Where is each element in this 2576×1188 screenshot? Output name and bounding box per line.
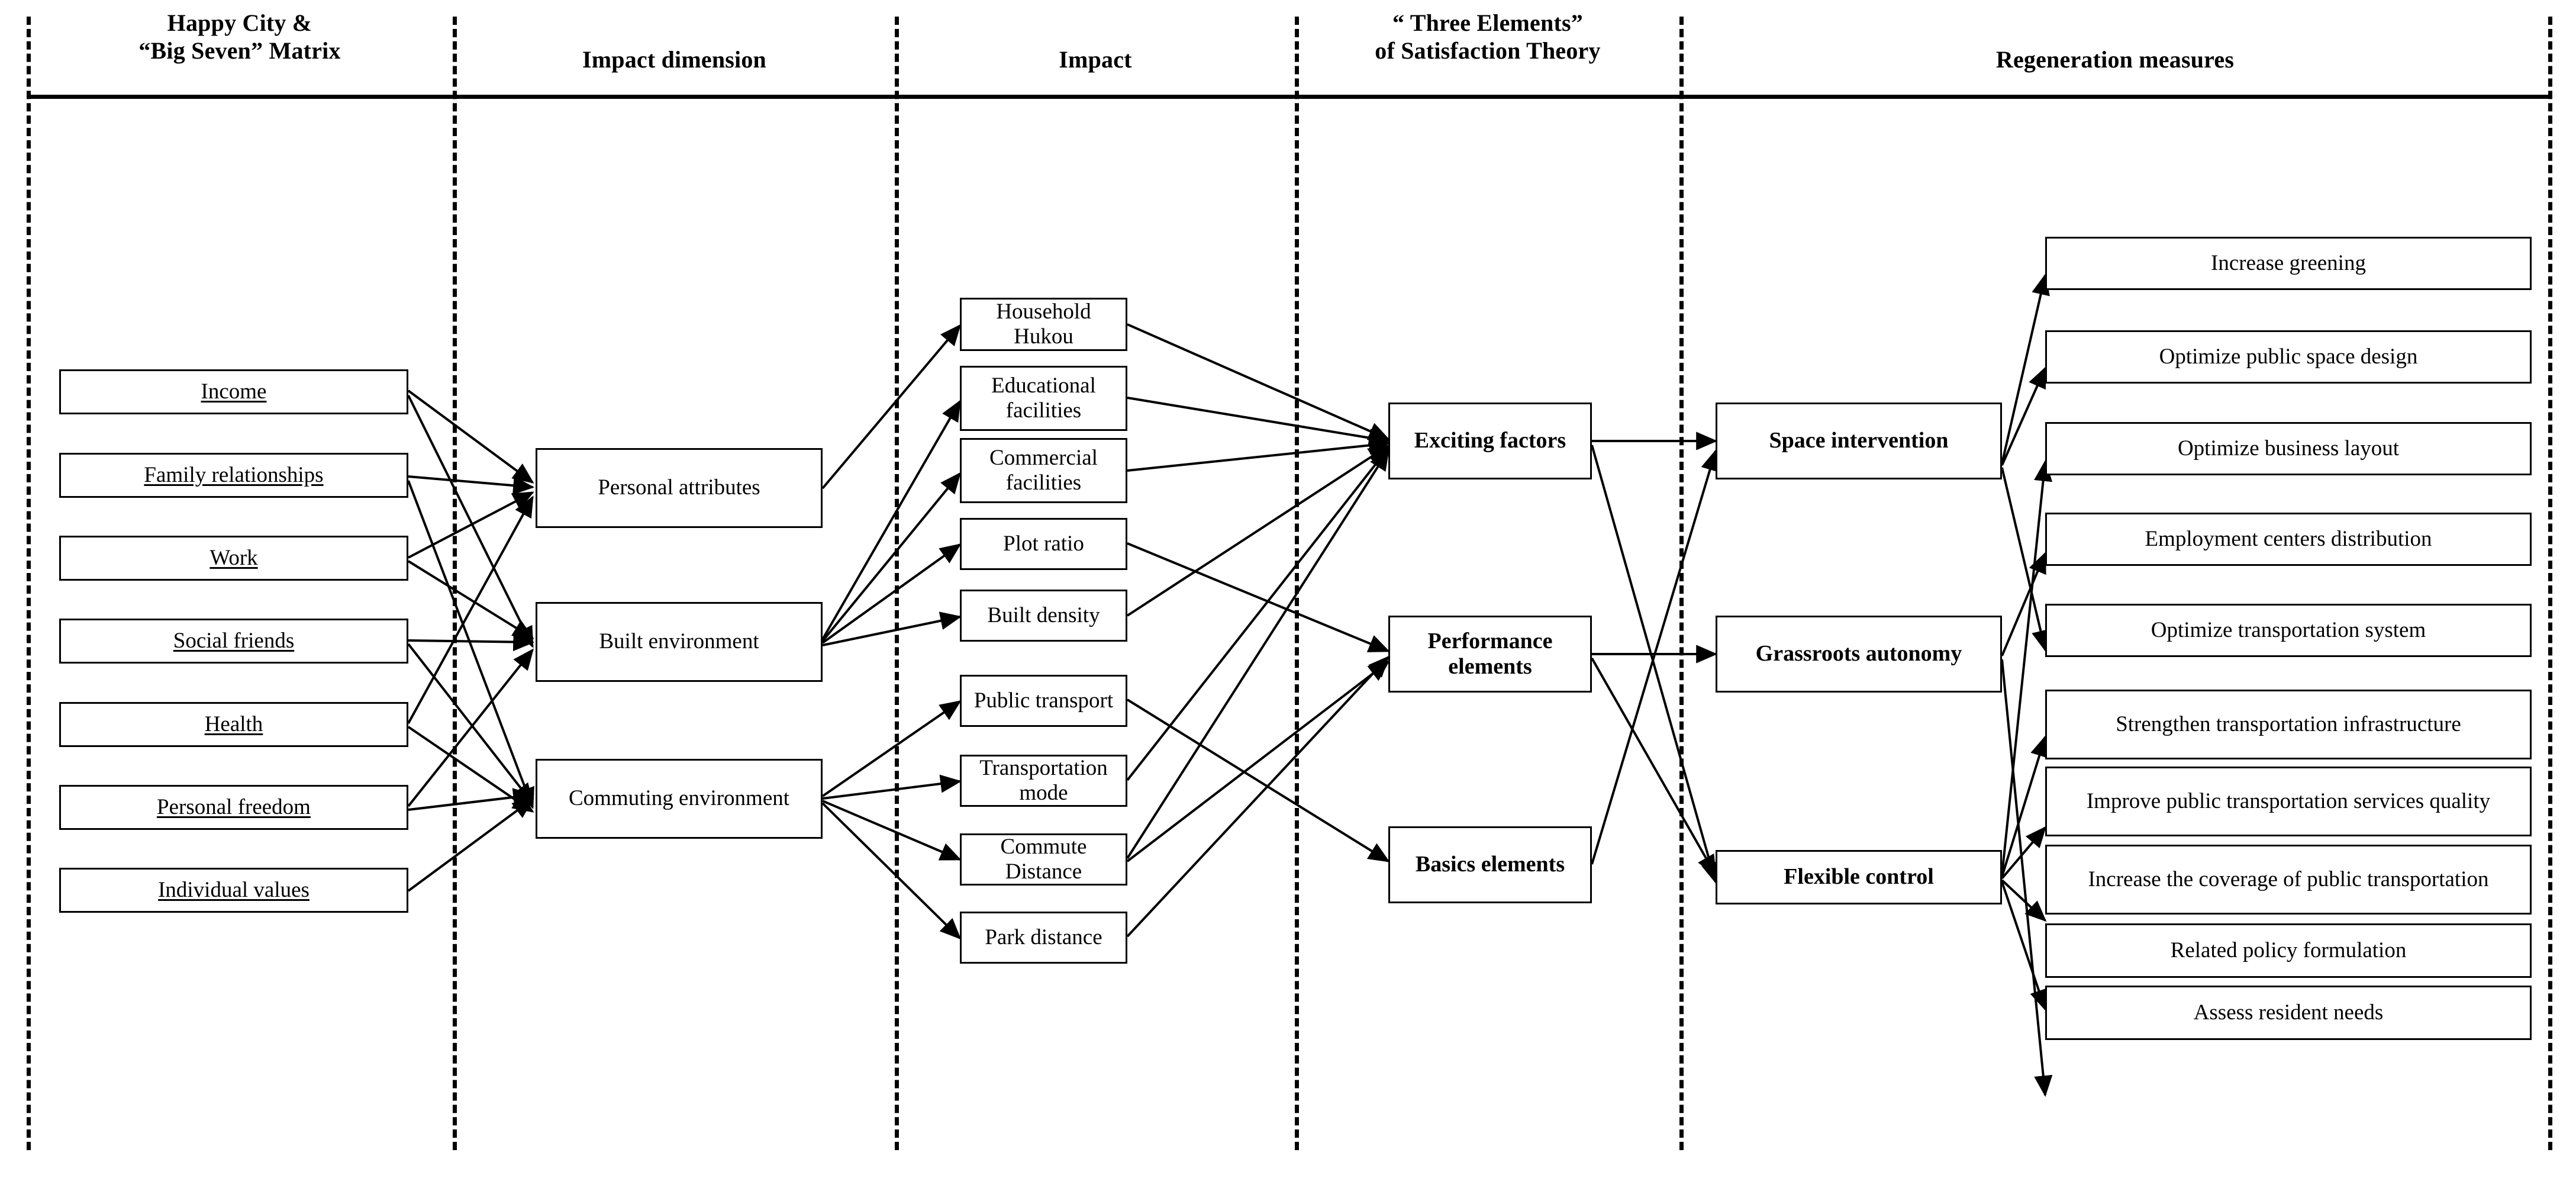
impact-commute-distance[interactable]: Commute Distance — [960, 833, 1127, 886]
link-flexible-businesslayout — [2001, 459, 2053, 875]
link-publictransport-basics — [1126, 698, 1390, 862]
link-plotratio-performance — [1127, 542, 1390, 652]
column-header-impact: Impact — [1059, 46, 1132, 73]
impact-educational-facilities[interactable]: Educational facilities — [960, 366, 1127, 431]
impact-public-transport[interactable]: Public transport — [960, 675, 1127, 727]
measure-related-policy-formulation[interactable]: Related policy formulation — [2045, 923, 2532, 978]
link-basics-space — [1591, 449, 1719, 865]
measure-employment-centers-distribution[interactable]: Employment centers distribution — [2045, 513, 2532, 566]
link-income-built — [407, 395, 534, 648]
column-divider-2 — [895, 17, 899, 1150]
three-element-performance-elements[interactable]: Performance elements — [1388, 616, 1592, 693]
big-seven-item-family-relationships[interactable]: Family relationships — [59, 453, 408, 498]
link-park-performance — [1126, 655, 1390, 938]
link-personal-hukou — [821, 324, 962, 490]
link-education-exciting — [1127, 397, 1391, 447]
impact-dimension-commuting-environment[interactable]: Commuting environment — [536, 759, 823, 839]
link-freedom-commuting — [408, 788, 535, 811]
column-header-matrix-line2: “Big Seven” Matrix — [138, 37, 341, 64]
measure-increase-greening[interactable]: Increase greening — [2045, 237, 2532, 290]
column-header-three-line1: “ Three Elements” — [1392, 9, 1583, 36]
measure-improve-public-transportation-services-quality[interactable]: Improve public transportation services q… — [2045, 767, 2532, 836]
link-commuting-distance — [822, 800, 962, 861]
big-seven-item-social-friends[interactable]: Social friends — [59, 619, 408, 664]
measure-optimize-public-space-design[interactable]: Optimize public space design — [2045, 330, 2532, 384]
column-header-dimension: Impact dimension — [582, 46, 766, 73]
measure-assess-resident-needs[interactable]: Assess resident needs — [2045, 986, 2532, 1040]
column-divider-0 — [27, 17, 31, 1150]
link-built-plotratio — [821, 543, 962, 644]
link-family-personal — [408, 475, 535, 495]
link-built-commercial — [821, 472, 962, 642]
three-element-exciting-factors[interactable]: Exciting factors — [1388, 403, 1592, 479]
link-commuting-mode — [822, 774, 962, 800]
column-header-matrix-line1: Happy City & — [167, 9, 312, 36]
link-mode-exciting — [1126, 446, 1389, 781]
impact-dimension-personal-attributes[interactable]: Personal attributes — [536, 448, 823, 528]
measure-strengthen-transportation-infrastructure[interactable]: Strengthen transportation infrastructure — [2045, 690, 2532, 759]
column-divider-1 — [453, 17, 457, 1150]
measure-optimize-business-layout[interactable]: Optimize business layout — [2045, 422, 2532, 475]
column-header-measures: Regeneration measures — [1995, 46, 2235, 73]
impact-household-hukou[interactable]: Household Hukou — [960, 298, 1127, 351]
link-space-greening — [2001, 273, 2050, 464]
link-freedom-built — [407, 648, 534, 807]
header-rule — [27, 95, 2551, 99]
link-health-personal — [407, 495, 534, 724]
link-commuting-publictransport — [821, 700, 962, 797]
link-flexible-improve — [2001, 826, 2047, 880]
link-income-personal — [407, 389, 534, 484]
link-flexible-policy — [2001, 881, 2048, 1012]
impact-dimension-built-environment[interactable]: Built environment — [536, 602, 823, 682]
link-built-density — [822, 611, 962, 646]
impact-plot-ratio[interactable]: Plot ratio — [960, 518, 1127, 570]
impact-commercial-facilities[interactable]: Commercial facilities — [960, 438, 1127, 503]
link-social-commuting — [407, 643, 534, 805]
column-header-three-elements: “ Three Elements” of Satisfaction Theory — [1298, 9, 1677, 65]
link-work-personal — [408, 491, 534, 559]
link-commute-exciting — [1126, 449, 1389, 859]
column-divider-4 — [1679, 17, 1684, 1150]
three-element-basics-elements[interactable]: Basics elements — [1388, 826, 1592, 903]
column-header-three-line2: of Satisfaction Theory — [1375, 37, 1601, 64]
link-space-publicspace — [2001, 366, 2046, 466]
link-commuting-park — [821, 802, 962, 940]
link-work-built — [407, 560, 534, 639]
intervention-space-intervention[interactable]: Space intervention — [1716, 403, 2002, 479]
big-seven-item-health[interactable]: Health — [59, 702, 408, 747]
column-header-matrix: Happy City & “Big Seven” Matrix — [33, 9, 447, 65]
link-family-commuting — [407, 480, 534, 809]
impact-park-distance[interactable]: Park distance — [960, 912, 1127, 964]
column-divider-3 — [1295, 17, 1299, 1150]
link-density-exciting — [1126, 445, 1390, 617]
intervention-flexible-control[interactable]: Flexible control — [1716, 850, 2002, 904]
link-individual-commuting — [407, 798, 534, 892]
big-seven-item-personal-freedom[interactable]: Personal freedom — [59, 785, 408, 830]
big-seven-item-individual-values[interactable]: Individual values — [59, 868, 408, 913]
link-commute-performance — [1126, 661, 1390, 862]
big-seven-item-work[interactable]: Work — [59, 536, 408, 581]
link-exciting-flexible — [1591, 445, 1720, 884]
link-grassroots-assess — [2001, 659, 2053, 1097]
link-built-education — [821, 400, 961, 640]
big-seven-item-income[interactable]: Income — [59, 369, 408, 414]
link-flexible-coverage — [2001, 879, 2047, 922]
link-grassroots-employment — [2001, 552, 2046, 656]
impact-transportation-mode[interactable]: Transportation mode — [960, 755, 1127, 807]
link-health-commuting — [407, 726, 534, 813]
measure-increase-coverage-public-transportation[interactable]: Increase the coverage of public transpor… — [2045, 845, 2532, 915]
link-flexible-strengthen — [2001, 735, 2049, 877]
impact-built-density[interactable]: Built density — [960, 590, 1127, 642]
measure-optimize-transportation-system[interactable]: Optimize transportation system — [2045, 604, 2532, 657]
column-divider-5 — [2548, 17, 2552, 1150]
intervention-grassroots-autonomy[interactable]: Grassroots autonomy — [1716, 616, 2002, 693]
link-social-built — [408, 632, 535, 652]
link-commercial-exciting — [1127, 436, 1391, 472]
link-space-optimizetransport — [2001, 467, 2050, 652]
link-performance-flexible — [1591, 658, 1717, 877]
link-hukou-exciting — [1127, 323, 1390, 440]
